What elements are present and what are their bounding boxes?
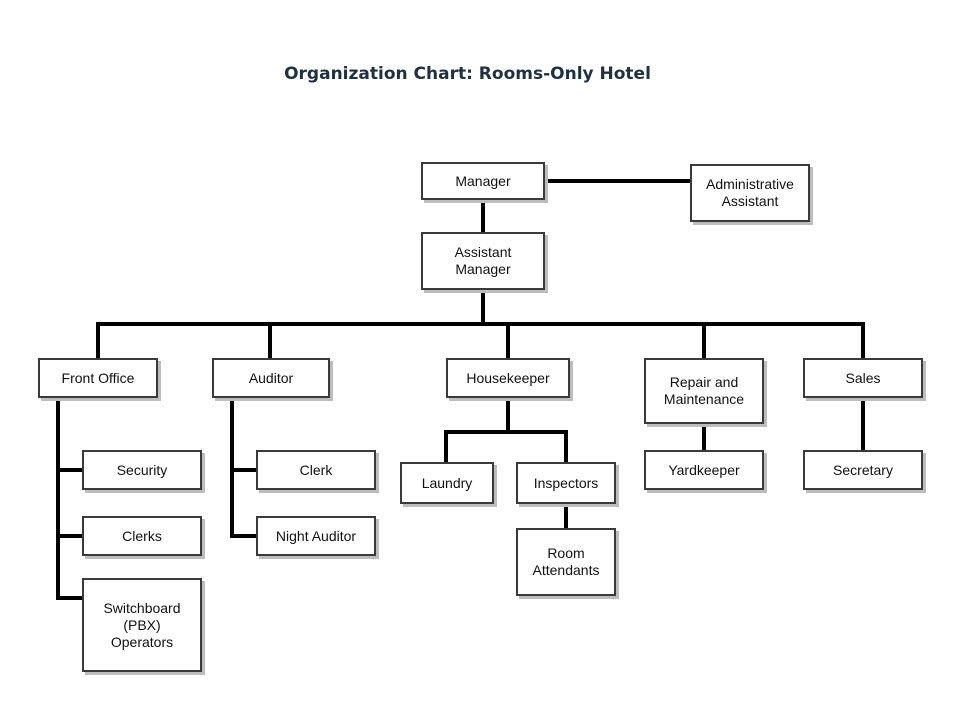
node-front-office: Front Office [38,358,158,398]
node-laundry: Laundry [400,462,494,504]
chart-title: Organization Chart: Rooms-Only Hotel [284,64,651,84]
node-inspectors: Inspectors [516,462,616,504]
node-housekeeper: Housekeeper [446,358,570,398]
node-secretary: Secretary [803,450,923,490]
node-security: Security [82,450,202,490]
node-switchboard: Switchboard(PBX)Operators [82,578,202,672]
node-night-auditor: Night Auditor [256,516,376,556]
node-manager: Manager [421,162,545,200]
node-sales: Sales [803,358,923,398]
node-clerk: Clerk [256,450,376,490]
node-auditor: Auditor [212,358,330,398]
node-clerks: Clerks [82,516,202,556]
node-yardkeeper: Yardkeeper [644,450,764,490]
